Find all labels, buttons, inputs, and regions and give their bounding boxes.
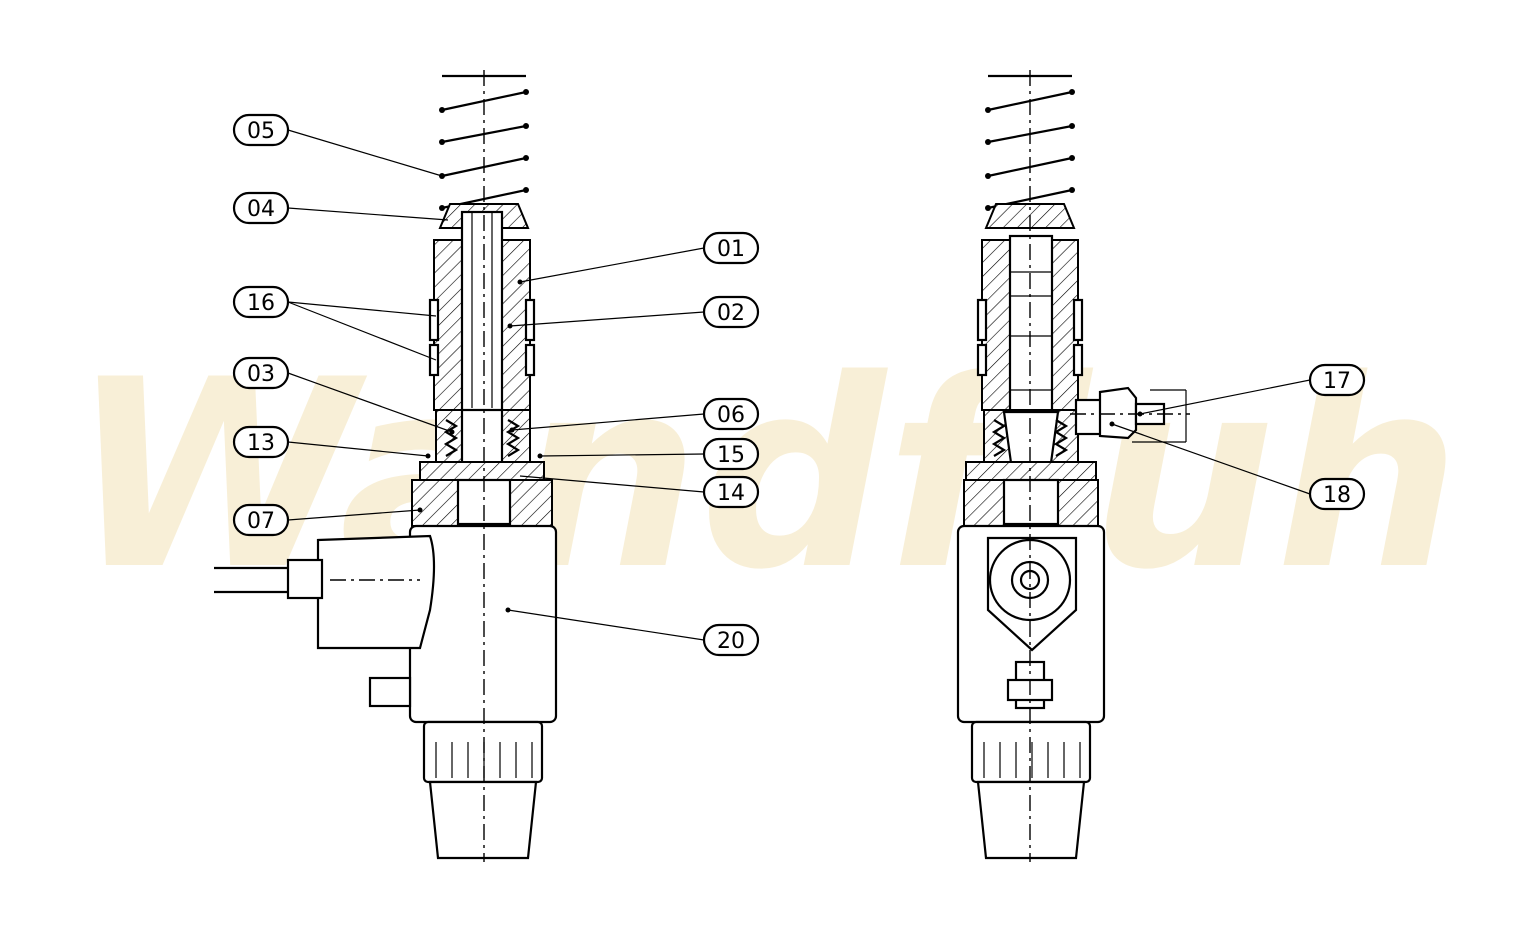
callout-15-label: 15: [717, 443, 745, 468]
callout-16-label: 16: [247, 291, 275, 316]
callout-17-label: 17: [1323, 369, 1351, 394]
side-fitting: [1074, 386, 1187, 443]
callout-06: 06: [702, 397, 760, 431]
callout-04-label: 04: [247, 197, 275, 222]
callout-13-label: 13: [247, 431, 275, 456]
callout-04: 04: [232, 191, 290, 225]
callout-13: 13: [232, 425, 290, 459]
callout-03-label: 03: [247, 362, 275, 387]
callout-01-label: 01: [717, 237, 745, 262]
leader-lines: [287, 129, 1311, 641]
knurled-nut-left: [422, 720, 544, 784]
callout-20: 20: [702, 623, 760, 657]
callout-05: 05: [232, 113, 290, 147]
left-section-view: [214, 70, 558, 862]
callout-16: 16: [232, 285, 290, 319]
callout-07-label: 07: [247, 509, 275, 534]
callout-18: 18: [1308, 477, 1366, 511]
callout-18-label: 18: [1323, 483, 1351, 508]
callout-20-label: 20: [717, 629, 745, 654]
right-section-view: [956, 70, 1190, 862]
callout-01: 01: [702, 231, 760, 265]
callout-14: 14: [702, 475, 760, 509]
callout-05-label: 05: [247, 119, 275, 144]
callout-14-label: 14: [717, 481, 745, 506]
callout-06-label: 06: [717, 403, 745, 428]
callout-02: 02: [702, 295, 760, 329]
callout-07: 07: [232, 503, 290, 537]
callout-03: 03: [232, 356, 290, 390]
callout-02-label: 02: [717, 301, 745, 326]
callout-15: 15: [702, 437, 760, 471]
knurled-nut-right: [970, 720, 1092, 784]
leader-dots: [417, 279, 1143, 613]
callout-17: 17: [1308, 363, 1366, 397]
